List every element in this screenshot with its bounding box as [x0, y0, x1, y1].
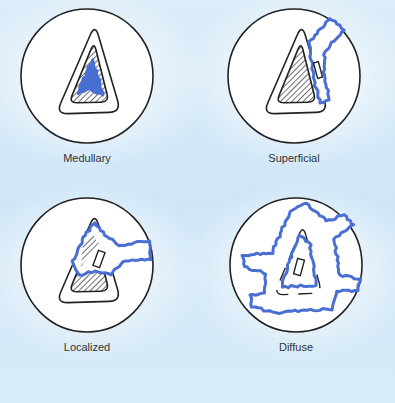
limb-section: [228, 9, 360, 143]
localized-infection: [72, 223, 151, 275]
medullary-infection: [78, 60, 103, 95]
diffuse-medullary-infection: [282, 235, 316, 287]
limb-section: [230, 198, 362, 332]
limb-outline: [21, 9, 153, 143]
bone-cortex: [59, 30, 118, 114]
section-label: Localized: [64, 341, 110, 354]
limb-outline: [21, 198, 153, 332]
limb-section: [21, 9, 153, 143]
bone-medulla: [71, 46, 107, 103]
superficial-infection: [309, 19, 344, 103]
section-label: Medullary: [63, 152, 111, 165]
sequestrum: [93, 250, 105, 267]
limb-section: [21, 198, 153, 332]
section-label: Diffuse: [279, 341, 313, 354]
sequestrum: [314, 62, 323, 79]
destroyed-cortex: [277, 230, 320, 295]
section-label: Superficial: [268, 152, 319, 165]
sequestrum: [294, 258, 305, 275]
diffuse-infection: [242, 203, 361, 313]
limb-outline: [230, 198, 362, 332]
limb-outline: [228, 9, 360, 143]
